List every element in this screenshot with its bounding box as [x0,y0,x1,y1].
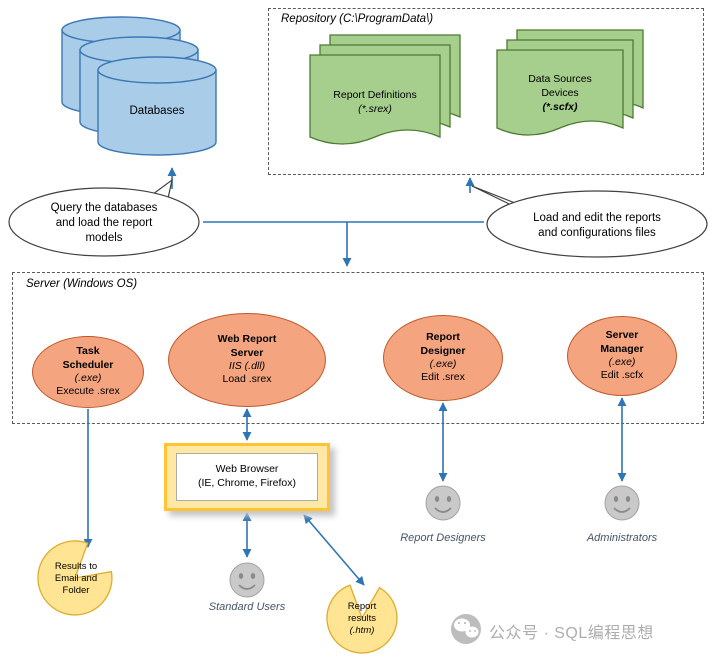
standard-users-icon [229,562,265,598]
results-email-folder-shape [37,540,113,616]
callout-query-text: Query the databases and load the report … [50,202,158,244]
results-email-folder-label: Results to Email and Folder [54,561,98,596]
node-title: Designer [420,344,466,357]
wechat-icon [451,614,481,644]
node-title: Web Report [217,333,277,346]
administrators-icon [604,485,640,521]
node-subtitle: (.exe) [608,356,636,368]
node-action: Edit .scfx [600,369,644,382]
node-title: Server [230,346,264,359]
server-title: Server (Windows OS) [26,278,138,290]
report-designers-icon [425,485,461,521]
callout-query-bubble [8,178,200,257]
node-action: Load .srex [222,373,272,386]
data-sources-label: Data Sources Devices (*.scfx) [528,73,592,114]
databases-cylinder-icon [61,16,217,156]
web-browser-box: Web Browser (IE, Chrome, Firefox) [164,443,330,511]
report-definitions-document-stack-icon [309,34,461,145]
report-results-label: Report results (.htm) [347,601,377,636]
standard-users-label: Standard Users [208,601,286,613]
repository-title: Repository (C:\ProgramData\) [281,13,434,25]
node-subtitle: IIS (.dll) [228,360,266,372]
node-title: Task [76,345,100,358]
node-server-manager: Server Manager (.exe) Edit .scfx [567,316,677,396]
node-subtitle: (.exe) [429,358,457,370]
node-title: Manager [600,342,644,355]
callout-load-text: Load and edit the reports and configurat… [533,212,661,239]
node-subtitle: (.exe) [74,372,102,384]
watermark-text: 公众号 · SQL编程思想 [489,625,654,642]
server-box [12,272,704,424]
node-title: Report [426,331,460,344]
node-action: Edit .srex [421,371,465,384]
node-title: Scheduler [62,358,114,371]
administrators-label: Administrators [586,532,658,544]
data-sources-document-stack-icon [496,29,644,136]
callout-load-bubble [471,185,708,258]
node-title: Server [605,329,639,342]
report-designers-label: Report Designers [400,532,486,544]
databases-label: Databases [129,105,185,117]
arrow-browser-report-results [303,514,365,586]
repository-box [268,8,704,175]
node-task-scheduler: Task Scheduler (.exe) Execute .srex [32,336,144,408]
node-report-designer: Report Designer (.exe) Edit .srex [383,315,503,401]
report-definitions-label: Report Definitions (*.srex) [333,89,417,116]
web-browser-label: Web Browser (IE, Chrome, Firefox) [176,453,318,501]
node-action: Execute .srex [56,385,120,398]
report-results-shape [326,584,398,654]
node-web-report-server: Web Report Server IIS (.dll) Load .srex [168,313,326,407]
